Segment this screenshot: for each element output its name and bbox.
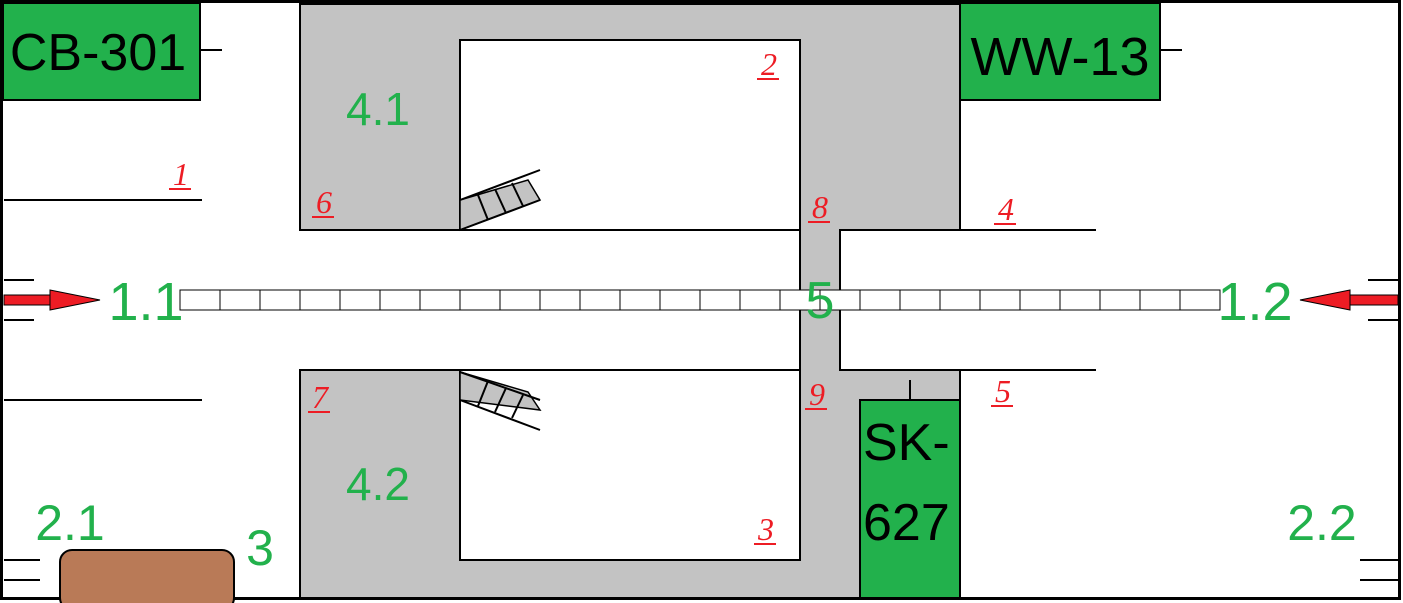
arrow-right-icon — [3, 289, 101, 311]
marker-3: 3 — [757, 511, 774, 547]
zone-label-2-1: 2.1 — [35, 495, 105, 551]
zone-label-3: 3 — [246, 520, 274, 576]
zone-label-1-2: 1.2 — [1217, 272, 1292, 332]
marker-1: 1 — [173, 156, 189, 192]
zone-label-1-1: 1.1 — [108, 272, 183, 332]
stairs-icon — [459, 370, 542, 431]
gate-marks-east — [1360, 279, 1398, 581]
marker-7: 7 — [312, 379, 330, 415]
walkway — [179, 289, 1221, 311]
zone-label-5: 5 — [806, 272, 835, 330]
marker-5: 5 — [995, 373, 1011, 409]
marker-2: 2 — [761, 46, 777, 82]
marker-6: 6 — [316, 184, 332, 220]
building-label: 627 — [863, 494, 950, 552]
zone-label-4-1: 4.1 — [346, 83, 410, 135]
building-ww-13[interactable]: WW-13 — [959, 2, 1182, 101]
marker-4: 4 — [998, 191, 1014, 227]
marker-9: 9 — [809, 376, 825, 412]
building-label: WW-13 — [970, 27, 1149, 87]
gate-marks-west — [4, 279, 40, 581]
building-cb-301[interactable]: CB-301 — [2, 2, 222, 101]
stairs-icon — [459, 169, 542, 232]
arrow-left-icon — [1299, 289, 1399, 311]
zone-label-2-2: 2.2 — [1287, 495, 1357, 551]
building-label: SK- — [863, 414, 950, 472]
marker-8: 8 — [812, 189, 828, 225]
zone-label-4-2: 4.2 — [346, 458, 410, 510]
building-label: CB-301 — [10, 24, 186, 82]
building-sk-627[interactable]: SK- 627 — [859, 380, 961, 599]
car-icon — [59, 549, 235, 603]
